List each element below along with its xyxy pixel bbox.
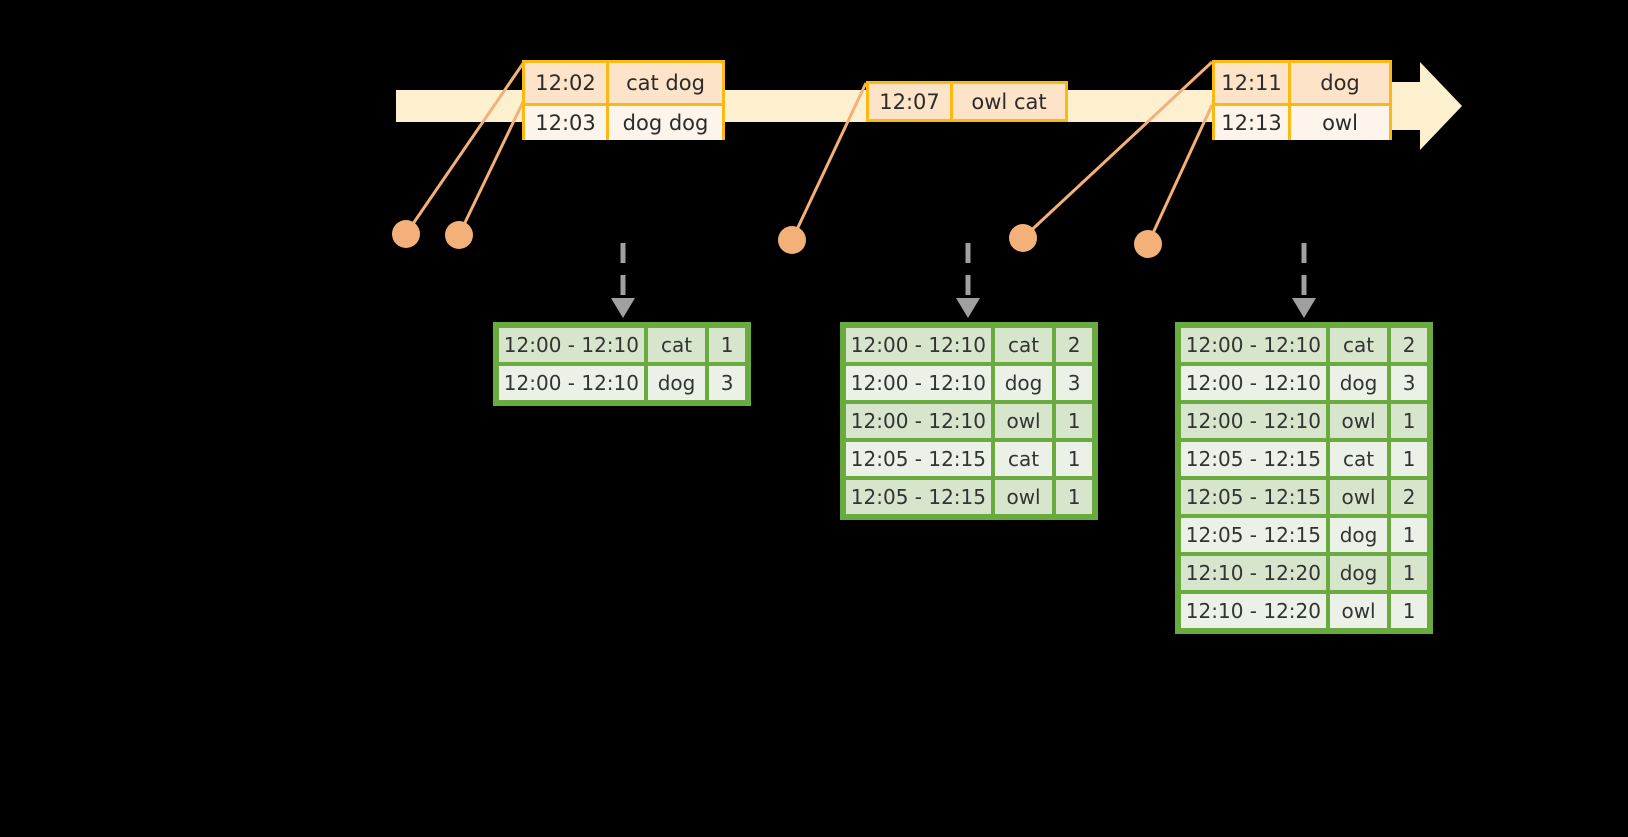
event-box-2[interactable]: 12:07 owl cat <box>866 81 1068 122</box>
event-dot-4 <box>1009 224 1037 252</box>
word-cell: dog <box>1327 364 1390 402</box>
window-cell: 12:00 - 12:10 <box>497 364 646 402</box>
word-cell: owl <box>992 478 1055 516</box>
count-cell: 1 <box>707 326 747 364</box>
word-cell: dog <box>992 364 1055 402</box>
window-cell: 12:05 - 12:15 <box>844 440 993 478</box>
word-cell: owl <box>1327 402 1390 440</box>
event-row[interactable]: 12:07 owl cat <box>869 84 1065 119</box>
word-cell: owl <box>1327 478 1390 516</box>
count-cell: 2 <box>1389 326 1429 364</box>
dashed-arrow-2 <box>956 243 980 318</box>
event-row[interactable]: 12:03 dog dog <box>525 103 722 140</box>
event-time: 12:03 <box>525 106 609 140</box>
window-cell: 12:05 - 12:15 <box>1179 440 1328 478</box>
window-cell: 12:10 - 12:20 <box>1179 554 1328 592</box>
window-cell: 12:05 - 12:15 <box>1179 516 1328 554</box>
word-cell: cat <box>645 326 708 364</box>
count-cell: 3 <box>1389 364 1429 402</box>
count-cell: 1 <box>1054 478 1094 516</box>
count-cell: 3 <box>707 364 747 402</box>
event-words: dog <box>1320 71 1360 95</box>
event-time: 12:13 <box>1215 106 1291 140</box>
count-cell: 1 <box>1389 402 1429 440</box>
word-cell: dog <box>645 364 708 402</box>
window-cell: 12:05 - 12:15 <box>1179 478 1328 516</box>
count-cell: 2 <box>1389 478 1429 516</box>
window-cell: 12:00 - 12:10 <box>844 402 993 440</box>
event-words: owl cat <box>971 89 1047 114</box>
event-words: cat dog <box>626 71 705 95</box>
count-cell: 2 <box>1054 326 1094 364</box>
event-dot-5 <box>1134 230 1162 258</box>
count-cell: 1 <box>1389 592 1429 630</box>
event-words: dog dog <box>622 111 709 135</box>
event-time: 12:02 <box>525 63 609 103</box>
window-cell: 12:00 - 12:10 <box>844 364 993 402</box>
connector-line-1 <box>404 61 526 235</box>
word-cell: cat <box>1327 440 1390 478</box>
event-box-1[interactable]: 12:02 cat dog 12:03 dog dog <box>522 60 725 140</box>
dashed-arrow-1 <box>611 243 635 318</box>
event-row[interactable]: 12:02 cat dog <box>525 63 722 103</box>
event-dot-3 <box>778 226 806 254</box>
event-dot-2 <box>445 221 473 249</box>
word-cell: owl <box>1327 592 1390 630</box>
window-cell: 12:00 - 12:10 <box>1179 364 1328 402</box>
window-cell: 12:10 - 12:20 <box>1179 592 1328 630</box>
word-cell: dog <box>1327 554 1390 592</box>
count-cell: 1 <box>1389 554 1429 592</box>
event-words: owl <box>1322 111 1358 135</box>
window-cell: 12:05 - 12:15 <box>844 478 993 516</box>
word-cell: owl <box>992 402 1055 440</box>
window-cell: 12:00 - 12:10 <box>1179 402 1328 440</box>
count-cell: 3 <box>1054 364 1094 402</box>
window-cell: 12:00 - 12:10 <box>844 326 993 364</box>
event-row[interactable]: 12:11 dog <box>1215 63 1389 103</box>
count-cell: 1 <box>1389 440 1429 478</box>
word-cell: dog <box>1327 516 1390 554</box>
window-cell: 12:00 - 12:10 <box>497 326 646 364</box>
event-row[interactable]: 12:13 owl <box>1215 103 1389 140</box>
word-cell: cat <box>1327 326 1390 364</box>
window-cell: 12:00 - 12:10 <box>1179 326 1328 364</box>
event-time: 12:11 <box>1215 63 1291 103</box>
event-time: 12:07 <box>869 84 953 119</box>
word-cell: cat <box>992 326 1055 364</box>
dashed-arrow-3 <box>1292 243 1316 318</box>
count-cell: 1 <box>1054 402 1094 440</box>
count-cell: 1 <box>1389 516 1429 554</box>
event-box-3[interactable]: 12:11 dog 12:13 owl <box>1212 60 1392 140</box>
count-cell: 1 <box>1054 440 1094 478</box>
event-dot-1 <box>392 220 420 248</box>
word-cell: cat <box>992 440 1055 478</box>
connector-line-5 <box>1146 104 1214 245</box>
